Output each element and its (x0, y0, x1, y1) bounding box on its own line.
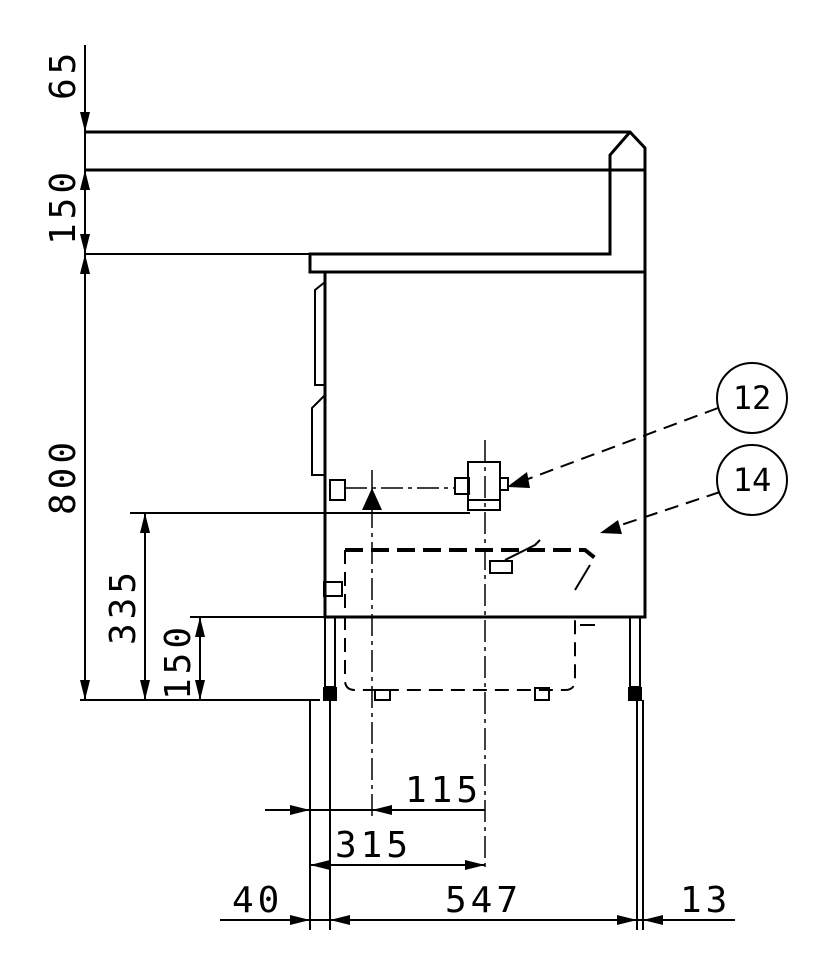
dim-65: 65 (43, 49, 84, 100)
dim-150-low: 150 (158, 623, 199, 700)
triangle-marker-icon (362, 488, 382, 510)
cabinet-outline (85, 130, 647, 619)
valve-assembly (345, 440, 509, 870)
horizontal-dimensions: 115 315 40 547 13 (220, 700, 735, 930)
dim-40: 40 (232, 880, 283, 921)
vertical-dimensions: 65 150 800 335 150 (43, 45, 470, 701)
dim-315: 315 (335, 825, 412, 866)
dim-150-top: 150 (43, 168, 84, 245)
dim-800: 800 (43, 438, 84, 515)
dim-547: 547 (445, 880, 522, 921)
dim-115: 115 (405, 770, 482, 811)
callout-12: 12 (507, 362, 788, 488)
callout-label-14: 14 (733, 461, 772, 499)
legs (323, 616, 642, 701)
callout-label-12: 12 (733, 379, 772, 417)
hidden-tank (344, 539, 597, 701)
dim-335: 335 (103, 568, 144, 645)
callout-14: 14 (600, 444, 788, 534)
dim-13: 13 (680, 880, 731, 921)
